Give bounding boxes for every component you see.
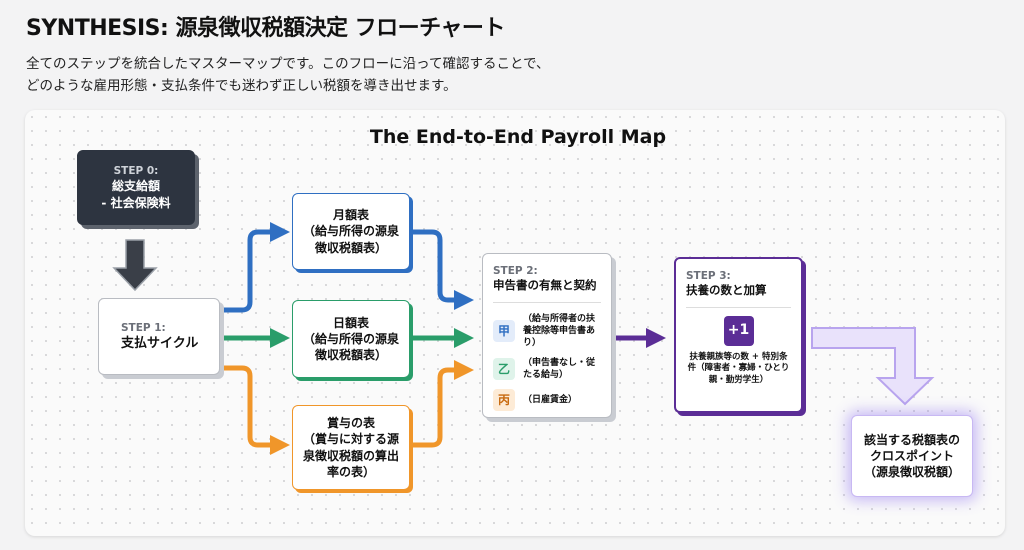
- monthly-table-box: 月額表 （給与所得の源泉 徴収税額表）: [292, 193, 410, 270]
- result-box: 該当する税額表の クロスポイント （源泉徴収税額）: [851, 415, 973, 497]
- step3-label: STEP 3:: [686, 270, 731, 282]
- category-desc: （申告書なし・従たる給与）: [523, 358, 596, 381]
- step3-title: 扶養の数と加算: [686, 283, 791, 308]
- subtitle-line-2: どのような雇用形態・支払条件でも迷わず正しい税額を導き出せます。: [26, 78, 457, 94]
- plus-one-badge: +1: [723, 315, 754, 346]
- step2-title: 申告書の有無と契約: [493, 278, 601, 303]
- step1-box: STEP 1: 支払サイクル: [98, 298, 220, 375]
- table-desc: 泉徴収税額の算出: [302, 448, 399, 463]
- step1-label: STEP 1:: [121, 321, 166, 334]
- step1-title: 支払サイクル: [121, 335, 199, 351]
- subtitle-line-1: 全てのステップを統合したマスターマップです。このフローに沿って確認することで、: [26, 56, 550, 72]
- step0-label: STEP 0:: [113, 165, 159, 178]
- table-desc: 徴収税額表）: [314, 348, 387, 363]
- category-desc: （日雇賃金）: [523, 395, 578, 406]
- category-hei: 丙 （日雇賃金）: [493, 389, 601, 412]
- table-desc: 率の表）: [326, 464, 375, 479]
- table-name: 月額表: [332, 208, 369, 223]
- arrow-orange-in: [222, 365, 290, 455]
- table-desc: （給与所得の源泉: [302, 224, 399, 239]
- step0-line2: - 社会保険料: [101, 195, 171, 210]
- result-line2: クロスポイント: [869, 448, 954, 463]
- category-otsu: 乙 （申告書なし・従たる給与）: [493, 357, 601, 381]
- diagram-title: The End-to-End Payroll Map: [369, 126, 667, 148]
- category-key: 甲: [493, 319, 515, 342]
- table-name: 賞与の表: [326, 416, 375, 431]
- table-name: 日額表: [332, 315, 369, 330]
- step2-box: STEP 2: 申告書の有無と契約 甲 （給与所得者の扶養控除等申告書あり） 乙 （…: [482, 253, 612, 418]
- arrow-blue-in: [222, 222, 290, 313]
- step0-box: STEP 0: 総支給額 - 社会保険料: [77, 150, 195, 225]
- step0-line1: 総支給額: [111, 179, 160, 194]
- step3-desc: 扶養親族等の数 + 特別条件（障害者・寡婦・ひとり親・勤労学生）: [687, 351, 790, 385]
- arrow-orange-out: [412, 360, 474, 448]
- daily-table-box: 日額表 （給与所得の源泉 徴収税額表）: [292, 300, 410, 378]
- result-line1: 該当する税額表の: [863, 432, 960, 447]
- category-desc: （給与所得者の扶養控除等申告書あり）: [523, 313, 596, 348]
- arrow-blue-out: [412, 229, 474, 310]
- table-desc: （賞与に対する源: [302, 432, 399, 447]
- step3-box: STEP 3: 扶養の数と加算 +1 扶養親族等の数 + 特別条件（障害者・寡婦…: [674, 257, 803, 413]
- arrow-down-icon: [112, 239, 158, 292]
- category-key: 乙: [493, 358, 515, 381]
- step2-label: STEP 2:: [493, 265, 538, 277]
- result-line3: （源泉徴収税額）: [863, 465, 960, 480]
- category-kou: 甲 （給与所得者の扶養控除等申告書あり）: [493, 313, 601, 349]
- category-key: 丙: [493, 389, 515, 412]
- table-desc: （給与所得の源泉: [302, 331, 399, 346]
- page-title: SYNTHESIS: 源泉徴収税額決定 フローチャート: [26, 16, 505, 41]
- arrow-to-result: [811, 327, 935, 406]
- table-desc: 徴収税額表）: [314, 240, 387, 255]
- bonus-table-box: 賞与の表 （賞与に対する源 泉徴収税額の算出 率の表）: [292, 405, 410, 490]
